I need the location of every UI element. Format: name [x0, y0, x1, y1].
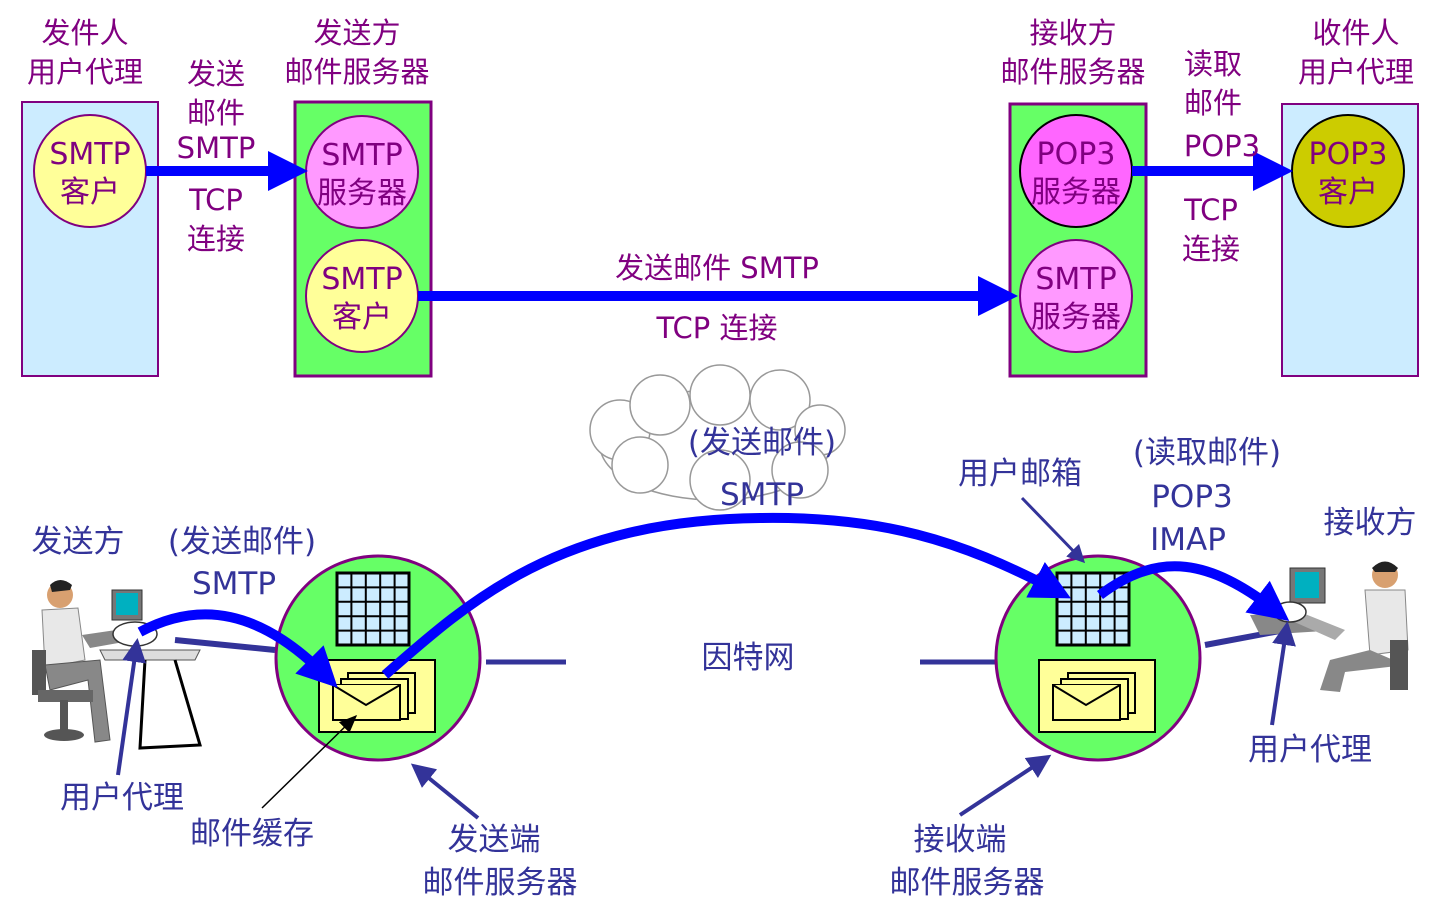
receiver-server-title-2: 邮件服务器	[1000, 55, 1145, 89]
tcp-label-1b: 连接	[187, 222, 245, 256]
label: 服务器	[317, 176, 407, 211]
smtp-server-1: SMTP 服务器	[305, 115, 419, 229]
user-agent-left-label: 用户代理	[60, 780, 184, 816]
pointer-receiving-server	[958, 754, 1052, 817]
sender-label: 发送方	[32, 524, 125, 560]
sender-agent-title-2: 用户代理	[27, 55, 143, 89]
smtp-server-2: SMTP 服务器	[1019, 239, 1133, 353]
smtp-label-2: SMTP	[720, 477, 804, 513]
arrow-transfer	[381, 512, 1071, 679]
smtp-label-1: SMTP	[192, 566, 276, 602]
pop3-label: POP3	[1151, 479, 1233, 515]
label: SMTP	[321, 138, 402, 173]
sender-agent-title-1: 发件人	[41, 16, 128, 50]
receiver-label: 接收方	[1324, 505, 1417, 541]
label: 服务器	[1031, 175, 1121, 210]
label: 服务器	[1031, 300, 1121, 335]
envelope-icon	[1052, 672, 1136, 721]
pop3-client: POP3 客户	[1291, 114, 1405, 228]
envelope-icon	[332, 672, 416, 721]
receiving-server-label-2: 邮件服务器	[890, 865, 1045, 901]
cloud-icon	[589, 364, 846, 511]
sending-mail-server	[274, 554, 482, 762]
receiving-mail-server	[994, 554, 1202, 762]
pointer-user-agent-left	[116, 638, 147, 776]
arrow-retrieve	[1097, 561, 1290, 621]
tcp-label-3b: 连接	[1182, 232, 1240, 266]
label: 客户	[60, 175, 120, 210]
sending-server-label-1: 发送端	[448, 822, 541, 858]
mail-buffer-label: 邮件缓存	[190, 816, 314, 852]
imap-label: IMAP	[1150, 522, 1226, 558]
pop3-server: POP3 服务器	[1019, 114, 1133, 228]
arrow-submit	[137, 609, 338, 688]
tcp-label-3a: TCP	[1183, 193, 1238, 227]
label: 客户	[332, 300, 392, 335]
pointer-mail-buffer	[261, 714, 358, 809]
tcp-label-2: TCP 连接	[656, 311, 778, 345]
read-label-b: 邮件	[1184, 86, 1242, 120]
mailbox-label: 用户邮箱	[958, 456, 1082, 492]
label: POP3	[1037, 137, 1116, 172]
send-label-2: 发送邮件 SMTP	[615, 251, 819, 285]
mailbox-grid-icon	[1055, 571, 1131, 647]
label: 客户	[1318, 175, 1378, 210]
send-label-1a: 发送	[187, 57, 245, 91]
smtp-client-1: SMTP 客户	[33, 114, 147, 228]
internet-label: 因特网	[702, 640, 795, 676]
label: POP3	[1309, 137, 1388, 172]
send-label-1c: SMTP	[177, 131, 256, 165]
pointer-user-agent-right	[1270, 621, 1296, 726]
sender-server-title-1: 发送方	[313, 16, 400, 50]
sender-server-title-2: 邮件服务器	[284, 55, 429, 89]
receiver-agent-title-1: 收件人	[1312, 16, 1399, 50]
tcp-label-1a: TCP	[188, 183, 243, 217]
read-mail-label: (读取邮件)	[1133, 435, 1281, 471]
send-mail-label-1: (发送邮件)	[168, 524, 316, 560]
read-label-a: 读取	[1184, 47, 1242, 81]
sending-server-label-2: 邮件服务器	[423, 865, 578, 901]
receiver-server-title-1: 接收方	[1029, 16, 1116, 50]
mailbox-grid-icon	[335, 571, 411, 647]
send-label-1b: 邮件	[187, 96, 245, 130]
pointer-mailbox	[1020, 496, 1086, 564]
receiver-agent-title-2: 用户代理	[1298, 55, 1414, 89]
pointer-sending-server	[410, 763, 480, 820]
user-agent-right-label: 用户代理	[1248, 732, 1372, 768]
receiving-server-label-1: 接收端	[914, 822, 1007, 858]
label: SMTP	[321, 262, 402, 297]
smtp-client-2: SMTP 客户	[305, 239, 419, 353]
read-label-c: POP3	[1184, 129, 1260, 163]
sender-user-icon	[32, 580, 276, 750]
label: SMTP	[49, 137, 130, 172]
send-mail-label-2: (发送邮件)	[688, 425, 836, 461]
label: SMTP	[1035, 262, 1116, 297]
